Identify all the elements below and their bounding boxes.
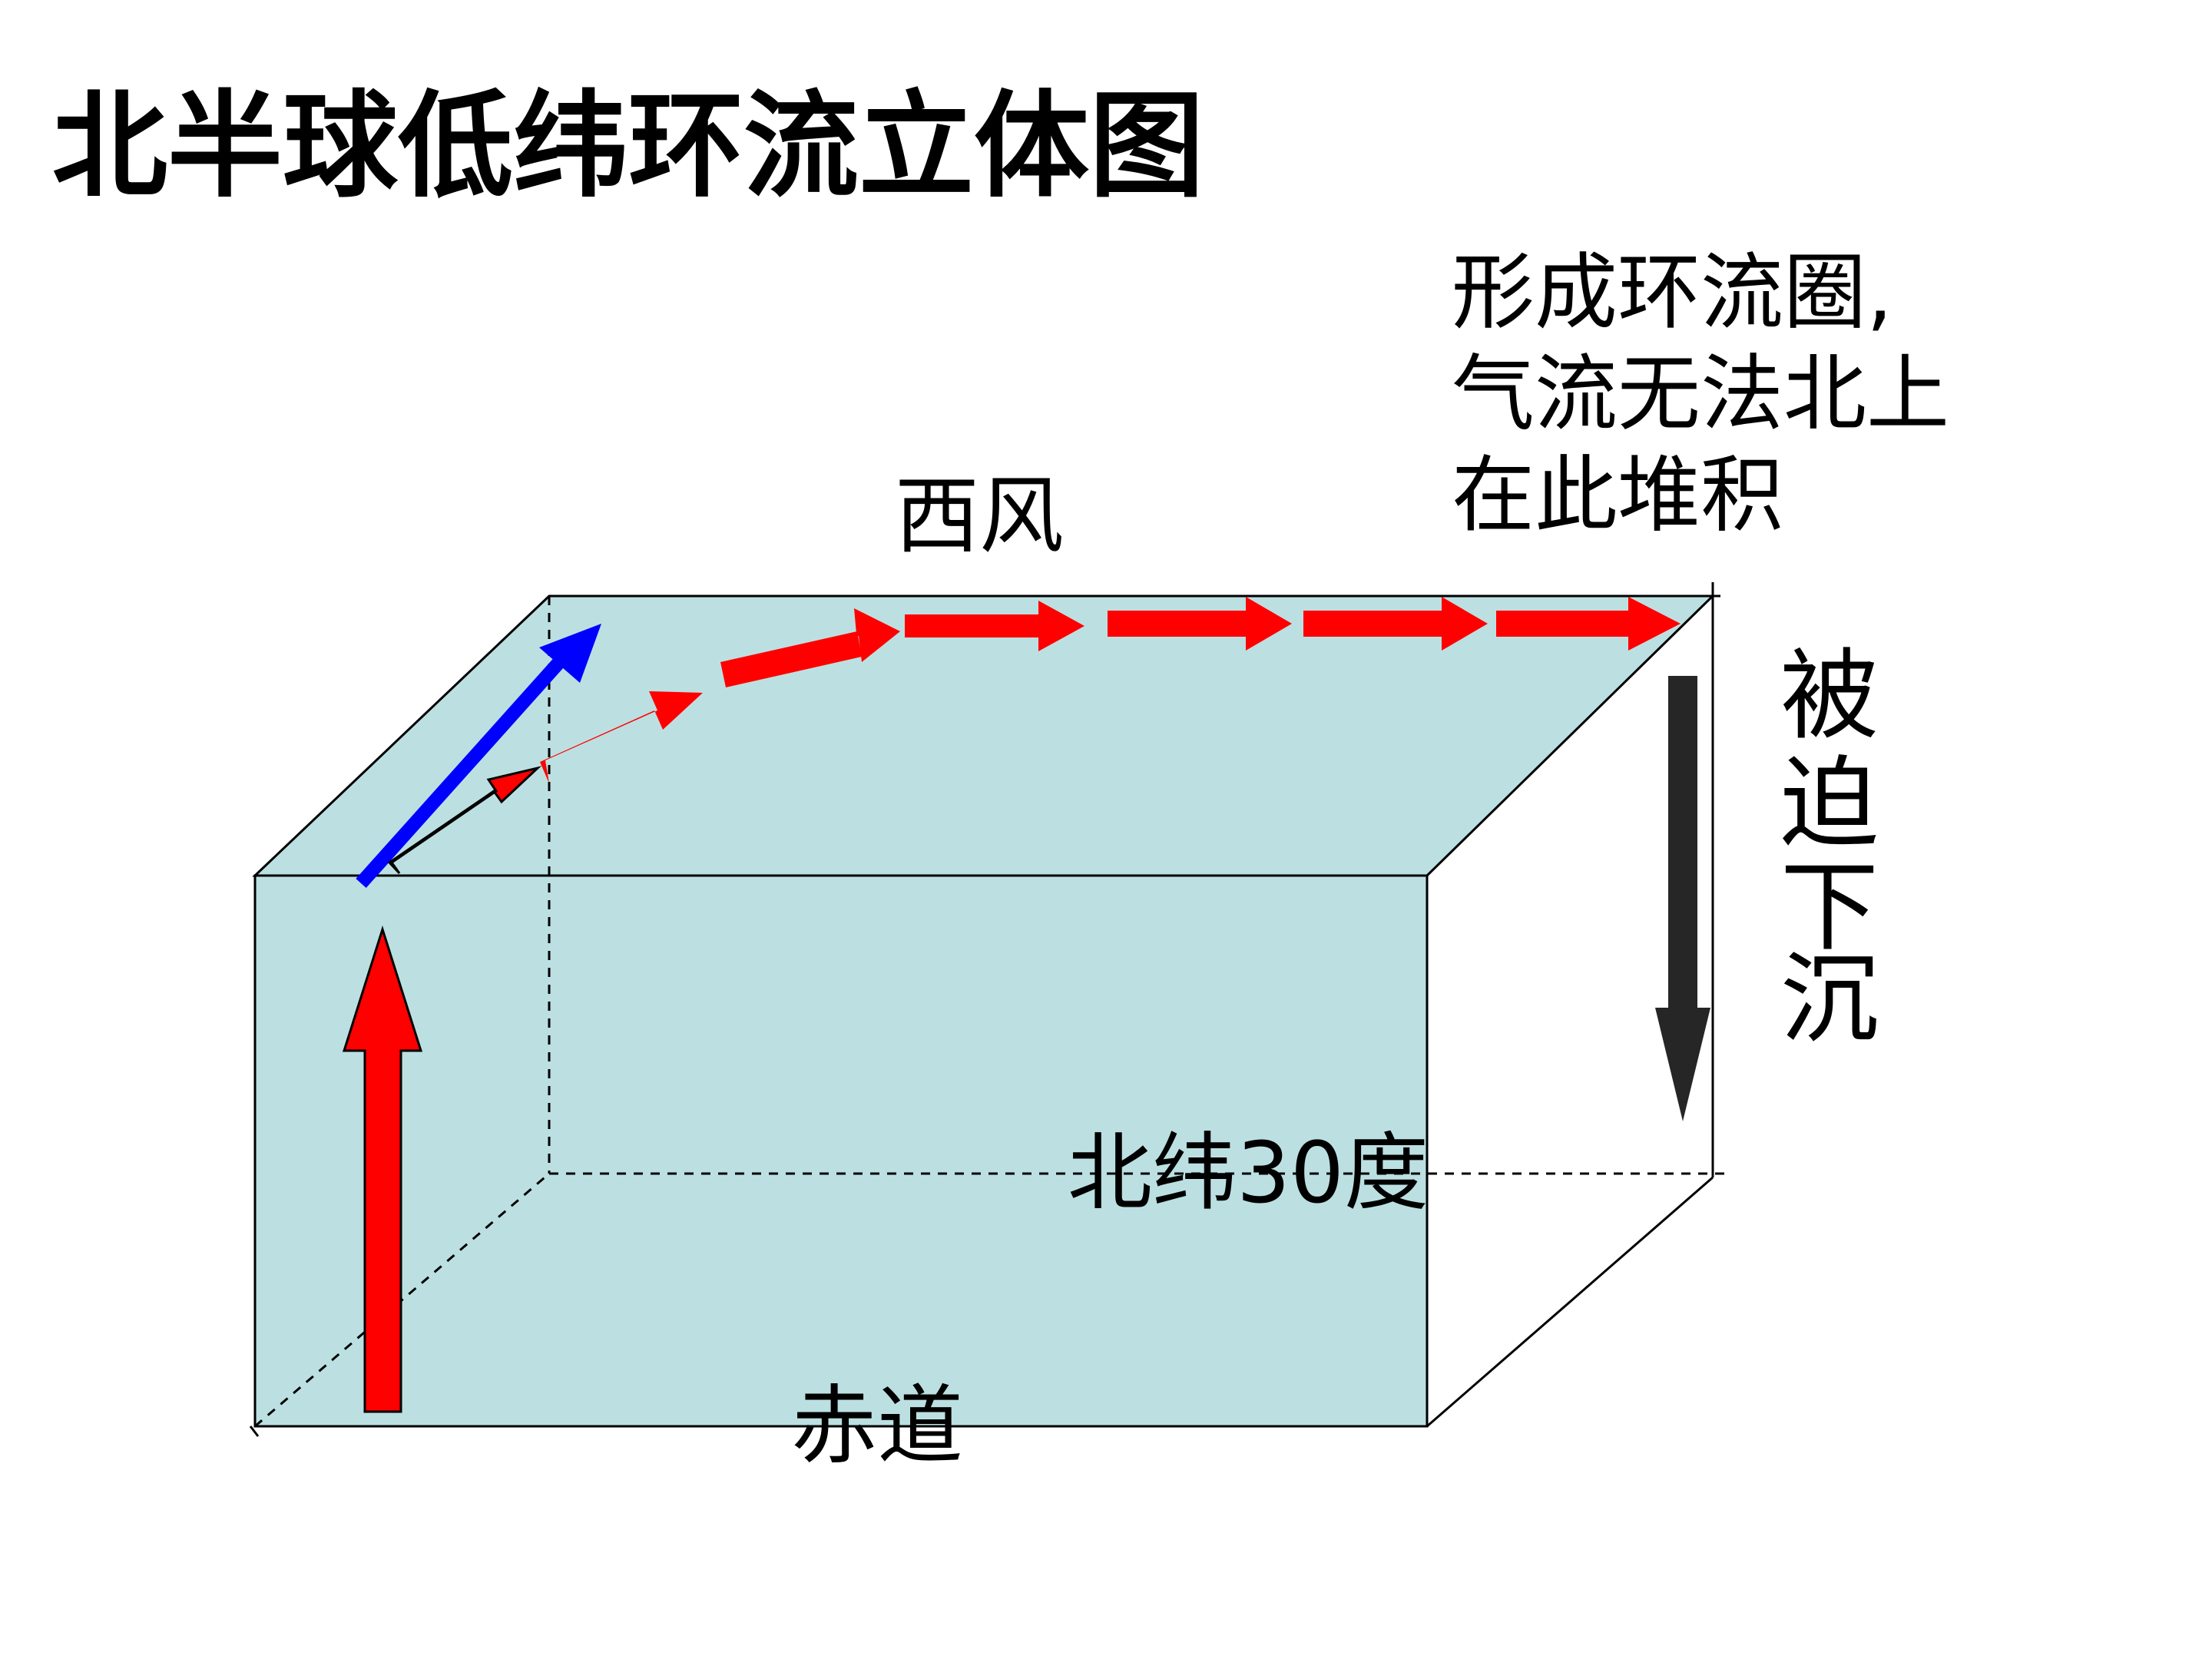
- deflection-arrows: [387, 608, 900, 875]
- box-top-face: [252, 594, 1716, 877]
- latitude-30-label: 北纬30度: [1068, 1124, 1429, 1222]
- forced-sink-char-3: 下: [1780, 850, 1879, 965]
- forced-sink-char-2: 迫: [1780, 747, 1879, 861]
- box-3d: [249, 582, 1724, 1437]
- box-bottom-left-tick: [249, 1426, 260, 1437]
- forced-sink-char-4: 沉: [1780, 942, 1879, 1057]
- poleward-blue-arrow: [356, 624, 601, 889]
- deflection-arrow-2: [540, 691, 703, 783]
- page-title: 北半球低纬环流立体图: [52, 80, 1204, 214]
- box-right-bottom-edge: [1426, 1176, 1714, 1428]
- deflection-arrow-3: [722, 608, 900, 667]
- note-line-3: 在此堆积: [1452, 448, 1783, 544]
- sinking-air-arrow: [1655, 676, 1710, 1121]
- deflection-arrow-1: [387, 766, 542, 875]
- equator-label: 赤道: [791, 1376, 963, 1476]
- note-line-1: 形成环流圈,: [1452, 245, 1892, 341]
- accumulation-note: 形成环流圈, 气流无法北上 在此堆积: [1452, 245, 1949, 544]
- westerly-arrows: [905, 597, 1681, 651]
- forced-sink-label: 被 迫 下 沉: [1780, 639, 1879, 1057]
- westerly-arrow-1: [905, 601, 1084, 651]
- forced-sink-char-1: 被: [1780, 639, 1879, 753]
- westerly-arrow-3: [1303, 597, 1488, 651]
- rising-air-arrow: [342, 926, 423, 1413]
- deflection-arrow-3-body: [720, 631, 862, 687]
- box-front-face: [253, 874, 1429, 1428]
- westerly-label: 西风: [895, 467, 1064, 565]
- westerly-arrow-4: [1496, 597, 1681, 651]
- note-line-2: 气流无法北上: [1452, 346, 1949, 442]
- westerly-arrow-2: [1108, 597, 1292, 651]
